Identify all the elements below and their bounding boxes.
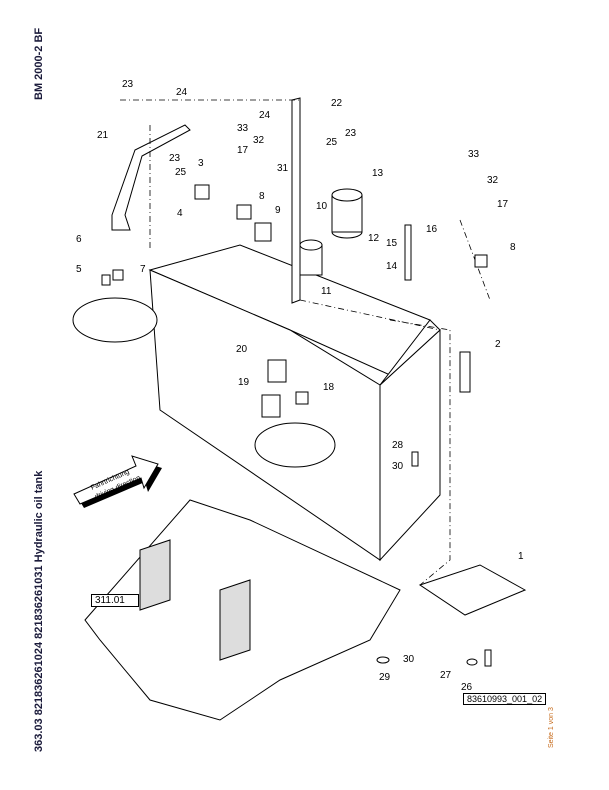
callout: 2 [495,339,501,350]
callout: 33 [237,123,249,134]
callout: 20 [236,344,248,355]
callout: 26 [461,682,473,693]
callout: 5 [76,264,82,275]
sight-glass-2 [459,351,471,393]
callout: 24 [176,87,188,98]
dipstick-16 [404,224,412,281]
filler-10 [299,239,323,276]
callout: 11 [321,286,332,297]
detail-cluster-center [254,422,336,468]
callout: 25 [326,137,338,148]
filter-13 [331,188,363,239]
callout: 23 [169,153,181,164]
callout: 27 [440,670,452,681]
driving-direction-arrow: Fahrtrichtung driving direction [73,455,162,508]
callout: 8 [510,242,516,253]
callout: 25 [175,167,187,178]
callout: 12 [368,233,380,244]
callout: 15 [386,238,398,249]
callout: 7 [140,264,146,275]
callout: 33 [468,149,480,160]
callout: 23 [345,128,357,139]
callout: 19 [238,377,250,388]
bracket-22 [291,97,301,304]
callout: 17 [237,145,249,156]
callout: 1 [518,551,524,562]
callout: 8 [259,191,265,202]
callout-labels: 1 2 3 4 5 6 7 8 8 9 10 11 12 13 14 15 16… [76,79,524,693]
callout: 21 [97,130,109,141]
fittings [101,184,492,667]
callout: 22 [331,98,343,109]
frame [84,499,401,721]
callout: 30 [403,654,415,665]
callout: 28 [392,440,404,451]
callout: 16 [426,224,438,235]
callout: 32 [253,135,265,146]
callout: 14 [386,261,398,272]
callout: 30 [392,461,404,472]
callout: 13 [372,168,384,179]
callout: 23 [122,79,134,90]
callout: 18 [323,382,335,393]
callout: 31 [277,163,289,174]
callout: 32 [487,175,499,186]
bracket-1 [418,564,527,616]
bracket-21 [111,124,191,231]
callout: 4 [177,208,183,219]
detail-cluster-left [72,297,158,343]
callout: 6 [76,234,82,245]
callout: 10 [316,201,328,212]
callout: 29 [379,672,391,683]
callout: 17 [497,199,509,210]
callout: 24 [259,110,271,121]
drawing-number: 83610993_001_02 [463,693,547,705]
callout: 9 [275,205,281,216]
callout: 3 [198,158,204,169]
reference-box: 311.01 [91,594,139,607]
